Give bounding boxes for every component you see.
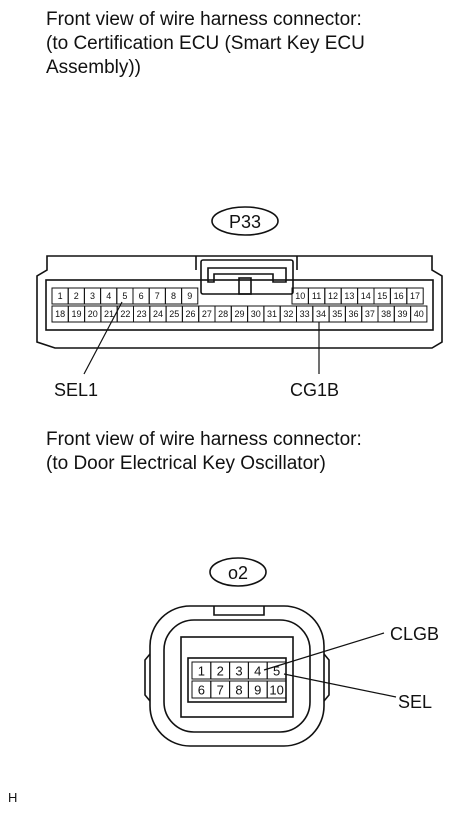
- pin-number: 7: [217, 683, 224, 698]
- connector2-leader-lines: [263, 632, 397, 698]
- label-clgb: CLGB: [390, 624, 439, 644]
- pin-number: 24: [153, 309, 163, 319]
- connector2-code-badge: o2: [209, 557, 267, 587]
- caption-line: Assembly)): [46, 57, 142, 78]
- pin-number: 8: [235, 683, 242, 698]
- pin-number: 16: [394, 291, 404, 301]
- connector1-pins-row2: 18 19 20 21 22 23 24 25 26 27 28 29 30 31 32 33 34 35 36 37…: [51, 305, 428, 323]
- pin-number: 28: [218, 309, 228, 319]
- pin-number: 32: [283, 309, 293, 319]
- pin-number: 5: [273, 664, 280, 679]
- pin-number: 23: [137, 309, 147, 319]
- pin-number: 20: [88, 309, 98, 319]
- connector1-pins-row1-left: 1 2 3 4 5 6 7 8 9: [51, 287, 199, 305]
- pin-number: 21: [104, 309, 114, 319]
- connector1-caption: Front view of wire harness connector: (t…: [46, 8, 365, 80]
- pin-number: 36: [349, 309, 359, 319]
- connector1-code-badge: P33: [211, 206, 279, 236]
- connector1-leader-lines: [83, 301, 320, 375]
- pin-number: 25: [169, 309, 179, 319]
- label-sel1: SEL1: [54, 380, 98, 400]
- pin-cell: [266, 661, 287, 680]
- pin-number: 35: [332, 309, 342, 319]
- pin-number: 40: [414, 309, 424, 319]
- pin-number: 31: [267, 309, 277, 319]
- pin-number: 30: [251, 309, 261, 319]
- pin-number: 1: [198, 664, 205, 679]
- connector1-housing: [36, 255, 443, 349]
- pin-number: 11: [312, 291, 321, 301]
- connector1-code: P33: [229, 212, 261, 232]
- pin-number: 2: [74, 291, 79, 301]
- caption-line: Front view of wire harness connector:: [46, 429, 362, 450]
- pin-cell: [406, 287, 424, 305]
- pin-number: 38: [381, 309, 391, 319]
- pin-number: 37: [365, 309, 375, 319]
- pin-number: 18: [55, 309, 65, 319]
- pin-number: 8: [171, 291, 176, 301]
- pin-number: 6: [139, 291, 144, 301]
- pin-cell: [266, 680, 287, 699]
- connector2-housing: [144, 605, 330, 747]
- pin-cell: [181, 287, 199, 305]
- pin-number: 2: [217, 664, 224, 679]
- pin-number: 27: [202, 309, 212, 319]
- pin-number: 3: [235, 664, 242, 679]
- pin-number: 13: [344, 291, 354, 301]
- pin-number: 4: [254, 664, 261, 679]
- pin-number: 6: [198, 683, 205, 698]
- pin-number: 29: [234, 309, 244, 319]
- pin-number: 1: [58, 291, 63, 301]
- pin-number: 10: [295, 291, 305, 301]
- pin-number: 14: [361, 291, 371, 301]
- label-cg1b: CG1B: [290, 380, 339, 400]
- pin-number: 39: [397, 309, 407, 319]
- label-sel: SEL: [398, 692, 432, 712]
- pin-number: 9: [254, 683, 261, 698]
- pin-number: 33: [300, 309, 310, 319]
- pin-number: 19: [71, 309, 81, 319]
- connector2-caption: Front view of wire harness connector: (t…: [46, 428, 362, 476]
- pin-number: 22: [120, 309, 130, 319]
- pin-number: 34: [316, 309, 326, 319]
- pin-number: 17: [410, 291, 420, 301]
- connector1-pins-row1-right: 10 11 12 13 14 15 16 17: [291, 287, 424, 305]
- pin-number: 5: [122, 291, 127, 301]
- pin-number: 4: [106, 291, 111, 301]
- caption-line: Front view of wire harness connector:: [46, 9, 362, 30]
- pin-number: 9: [187, 291, 192, 301]
- caption-line: (to Door Electrical Key Oscillator): [46, 453, 326, 474]
- footer-mark: H: [8, 790, 18, 805]
- pin-number: 12: [328, 291, 338, 301]
- pin-number: 3: [90, 291, 95, 301]
- pin-number: 26: [186, 309, 196, 319]
- pin-number: 7: [155, 291, 160, 301]
- pin-cell: [410, 305, 428, 323]
- pin-number: 15: [377, 291, 387, 301]
- pin-number: 10: [269, 683, 283, 698]
- connector2-code: o2: [228, 563, 248, 583]
- caption-line: (to Certification ECU (Smart Key ECU: [46, 33, 365, 54]
